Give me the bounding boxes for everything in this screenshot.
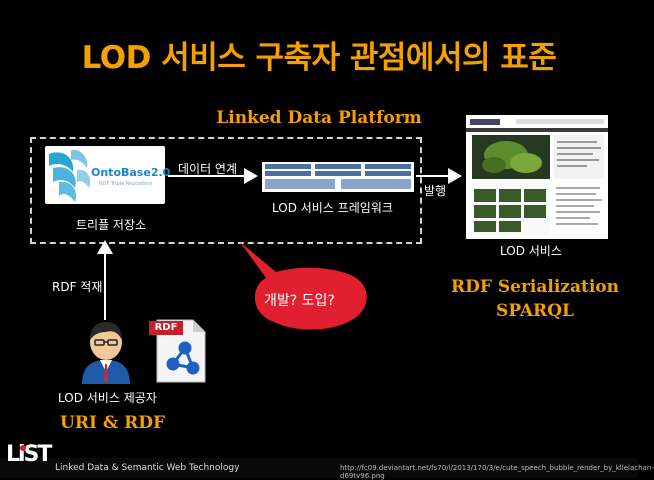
platform-boundary: [30, 137, 422, 244]
standard-uri-rdf: URI & RDF: [60, 413, 166, 433]
standards-right: RDF Serialization SPARQL: [440, 275, 630, 323]
triple-store-card: OntoBase2.0 RDF Triple Repository: [45, 146, 170, 204]
framework-caption: LOD 서비스 프레임워크: [272, 201, 393, 215]
ontobase-product-sub: RDF Triple Repository: [99, 181, 153, 187]
rdf-document-icon: [156, 319, 206, 383]
rdf-load-label: RDF 적재: [52, 280, 103, 294]
publish-label: 발행: [424, 184, 447, 198]
diagram-arrows: [97, 168, 462, 320]
lod-service-screenshot: [466, 115, 608, 239]
framework-blocks-icon: [265, 164, 411, 189]
ontobase-logo-icon: [49, 149, 91, 202]
data-link-label: 데이터 연계: [178, 162, 238, 176]
footer-org: Linked Data & Semantic Web Technology: [55, 463, 240, 473]
standard-sparql: SPARQL: [496, 301, 574, 321]
ontobase-product-name: OntoBase2.0: [91, 166, 171, 179]
speech-bubble-text: 개발? 도입?: [264, 293, 335, 309]
framework-diagram: [262, 162, 414, 192]
list-logo-text: LiST: [6, 442, 52, 467]
provider-person-icon: [82, 322, 130, 384]
list-logo-dot-icon: [20, 445, 26, 451]
standard-rdf-serialization: RDF Serialization: [451, 277, 619, 297]
rdf-badge: RDF: [149, 321, 183, 335]
lod-service-preview-icon: [466, 115, 608, 239]
provider-label: LOD 서비스 제공자: [58, 391, 157, 405]
platform-label: Linked Data Platform: [216, 108, 422, 128]
page-title: LOD 서비스 구축자 관점에서의 표준: [81, 40, 557, 76]
triple-store-caption: 트리플 저장소: [76, 218, 147, 232]
lod-service-caption: LOD 서비스: [500, 244, 562, 258]
speech-bubble-shape: [240, 242, 367, 330]
footer-bar: [0, 458, 638, 478]
list-logo: LiST: [6, 440, 52, 474]
footer-credit: http://fc09.deviantart.net/fs70/i/2013/1…: [340, 464, 654, 480]
